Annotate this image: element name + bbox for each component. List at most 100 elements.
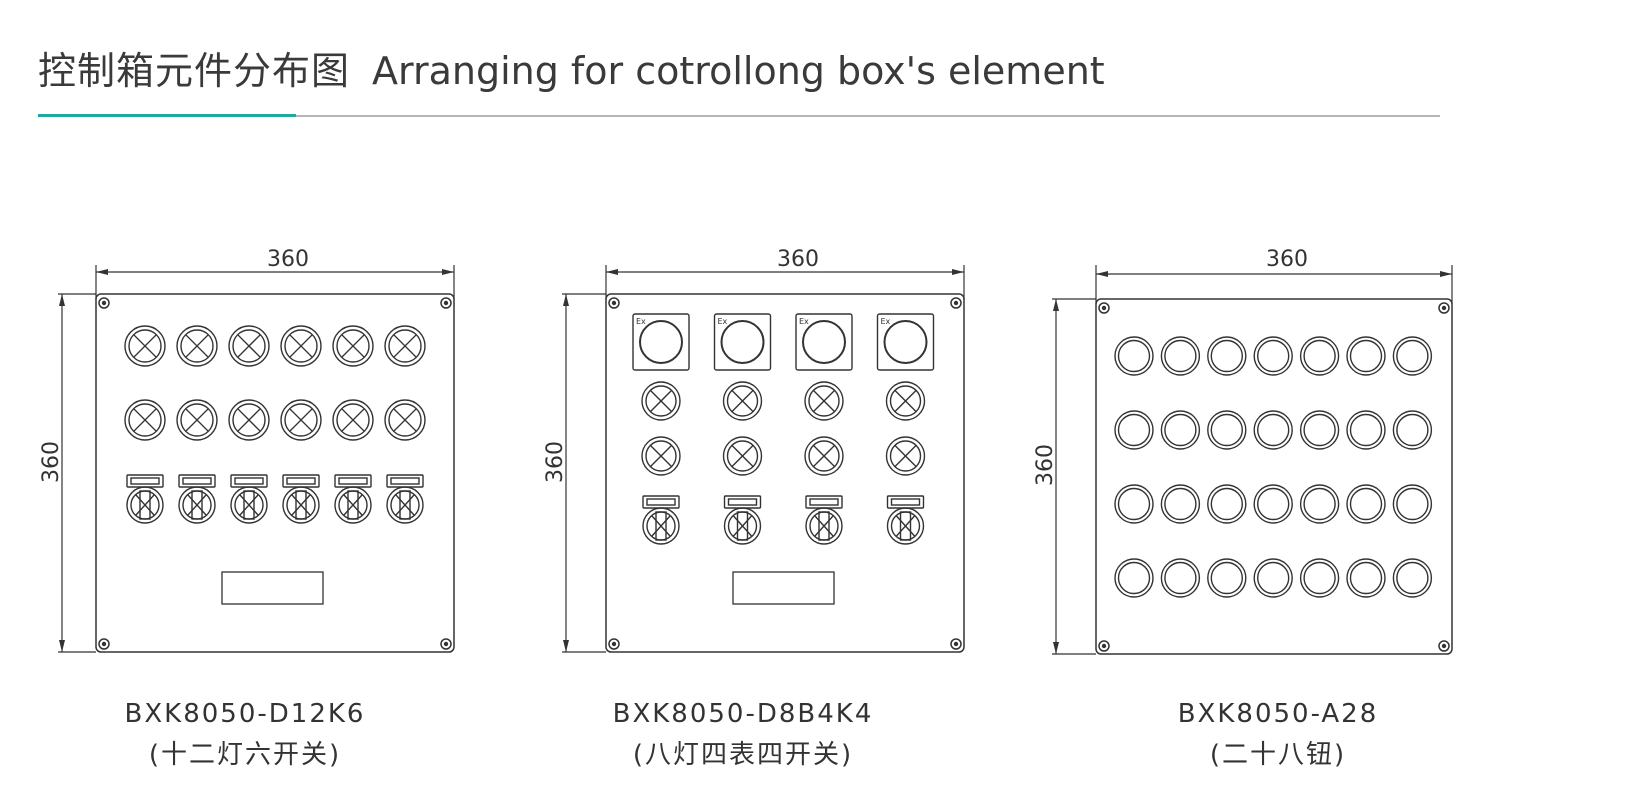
height-dimension xyxy=(562,293,606,653)
rotary-switch xyxy=(723,495,762,545)
indicator-lamp xyxy=(280,325,322,367)
push-button xyxy=(1299,484,1340,524)
push-button xyxy=(1299,410,1340,450)
panel-outline xyxy=(605,293,965,653)
push-button xyxy=(1346,484,1386,524)
width-dimension xyxy=(95,265,455,300)
indicator-lamp xyxy=(332,399,374,441)
push-button xyxy=(1160,558,1201,598)
mounting-screw xyxy=(608,638,620,650)
indicator-lamp xyxy=(804,436,844,476)
meter-gauge: Ex xyxy=(876,313,935,371)
indicator-lamp xyxy=(332,325,374,367)
push-button xyxy=(1346,336,1386,376)
indicator-lamp xyxy=(280,399,322,441)
description-label: (二十八钮) xyxy=(1210,740,1346,770)
rotary-switch xyxy=(126,474,164,524)
indicator-lamp xyxy=(228,325,270,367)
push-button xyxy=(1207,410,1247,450)
description-label: (十二灯六开关) xyxy=(149,740,341,770)
model-label: BXK8050-D8B4K4 xyxy=(613,699,874,729)
indicator-lamp xyxy=(384,399,426,441)
header-divider xyxy=(38,115,1440,117)
width-label: 360 xyxy=(267,247,309,272)
rotary-switch xyxy=(805,495,843,545)
push-button xyxy=(1114,336,1154,376)
indicator-lamp xyxy=(804,381,844,421)
indicator-lamp xyxy=(722,436,763,476)
meter-gauge: Ex xyxy=(632,313,690,371)
height-dimension xyxy=(58,293,96,653)
model-label: BXK8050-D12K6 xyxy=(125,699,366,729)
push-button xyxy=(1299,558,1340,598)
push-button xyxy=(1207,558,1247,598)
rotary-switch xyxy=(886,495,925,545)
model-label: BXK8050-A28 xyxy=(1178,699,1379,729)
rotary-switch xyxy=(386,474,424,524)
push-button xyxy=(1299,336,1340,376)
indicator-lamp xyxy=(641,381,681,421)
width-label: 360 xyxy=(777,247,819,272)
mounting-screw xyxy=(1098,302,1110,314)
mounting-screw xyxy=(608,297,620,309)
indicator-lamp xyxy=(885,436,926,476)
push-button xyxy=(1114,558,1154,598)
push-button xyxy=(1160,336,1201,376)
rotary-switch xyxy=(230,474,268,524)
meter-ex-label: Ex xyxy=(881,317,891,326)
indicator-lamp xyxy=(228,399,270,441)
push-button xyxy=(1114,410,1154,450)
nameplate xyxy=(732,571,835,605)
rotary-switch xyxy=(334,474,372,524)
push-button xyxy=(1392,336,1433,376)
push-button xyxy=(1346,410,1386,450)
panel-outline xyxy=(1095,298,1453,655)
indicator-lamp xyxy=(176,325,218,367)
mounting-screw xyxy=(98,638,110,650)
push-button xyxy=(1114,484,1154,524)
indicator-lamp xyxy=(124,325,166,367)
mounting-screw xyxy=(1438,302,1450,314)
indicator-lamp xyxy=(176,399,218,441)
meter-ex-label: Ex xyxy=(799,317,809,326)
mounting-screw xyxy=(440,638,452,650)
description-label: (八灯四表四开关) xyxy=(633,740,853,770)
push-button xyxy=(1207,336,1247,376)
push-button xyxy=(1392,484,1433,524)
push-button xyxy=(1392,410,1433,450)
height-label: 360 xyxy=(1033,444,1058,486)
width-dimension xyxy=(1095,265,1453,304)
page-header: 控制箱元件分布图 Arranging for cotrollong box's e… xyxy=(38,40,1105,95)
push-button xyxy=(1253,558,1293,598)
push-button xyxy=(1253,484,1293,524)
box-d8b4k4: 360 360 Ex Ex Ex Ex BXK8050-D8B4K4 (八灯四表四开关… xyxy=(543,247,965,770)
rotary-switch xyxy=(642,495,680,545)
meter-gauge: Ex xyxy=(795,313,853,371)
push-button xyxy=(1392,558,1433,598)
title-english: Arranging for cotrollong box's element xyxy=(372,49,1105,93)
height-label: 360 xyxy=(39,441,64,483)
indicator-lamp xyxy=(124,399,166,441)
mounting-screw xyxy=(950,297,962,309)
meter-ex-label: Ex xyxy=(636,317,646,326)
indicator-lamp xyxy=(384,325,426,367)
mounting-screw xyxy=(98,297,110,309)
mounting-screw xyxy=(1098,640,1110,652)
push-button xyxy=(1207,484,1247,524)
indicator-lamp xyxy=(722,381,763,421)
indicator-lamp xyxy=(885,381,926,421)
push-button xyxy=(1253,336,1293,376)
mounting-screw xyxy=(1438,640,1450,652)
push-button xyxy=(1160,484,1201,524)
box-a28: 360 360 BXK8050-A28 (二十八钮) xyxy=(1033,247,1453,770)
push-button xyxy=(1160,410,1201,450)
meter-ex-label: Ex xyxy=(718,317,728,326)
height-label: 360 xyxy=(543,441,568,483)
header-accent-bar xyxy=(38,114,296,117)
box-d12k6: 360 360 BXK8050-D12K6 (十二灯六开关) xyxy=(39,247,455,770)
mounting-screw xyxy=(950,638,962,650)
title-chinese: 控制箱元件分布图 xyxy=(38,49,351,93)
width-dimension xyxy=(605,265,965,300)
meter-gauge: Ex xyxy=(713,313,772,371)
